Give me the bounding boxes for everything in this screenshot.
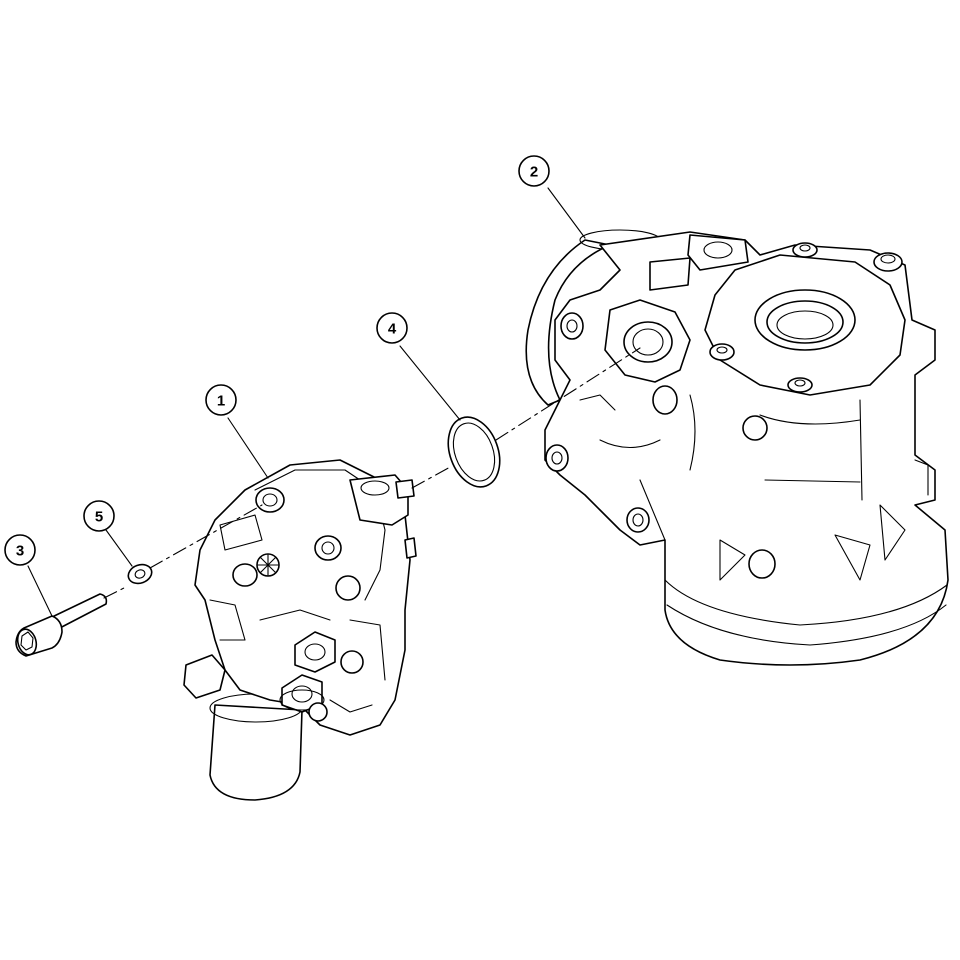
washer-part [127, 563, 153, 585]
leader-lines [27, 187, 586, 617]
housing-part [525, 229, 949, 666]
cap-screw-part [15, 593, 108, 657]
callout-3: 3 [4, 534, 36, 566]
callout-4-label: 4 [388, 321, 397, 338]
callout-3-label: 3 [16, 543, 24, 560]
callout-2-label: 2 [530, 164, 538, 181]
o-ring-part [447, 416, 501, 488]
callout-1: 1 [205, 384, 237, 416]
callout-5-label: 5 [95, 509, 103, 526]
callout-2: 2 [518, 155, 550, 187]
callout-4: 4 [376, 312, 408, 344]
pump-assembly-part [183, 459, 417, 801]
callout-5: 5 [83, 500, 115, 532]
callout-1-label: 1 [217, 393, 225, 410]
assembly-centerlines [103, 347, 641, 599]
